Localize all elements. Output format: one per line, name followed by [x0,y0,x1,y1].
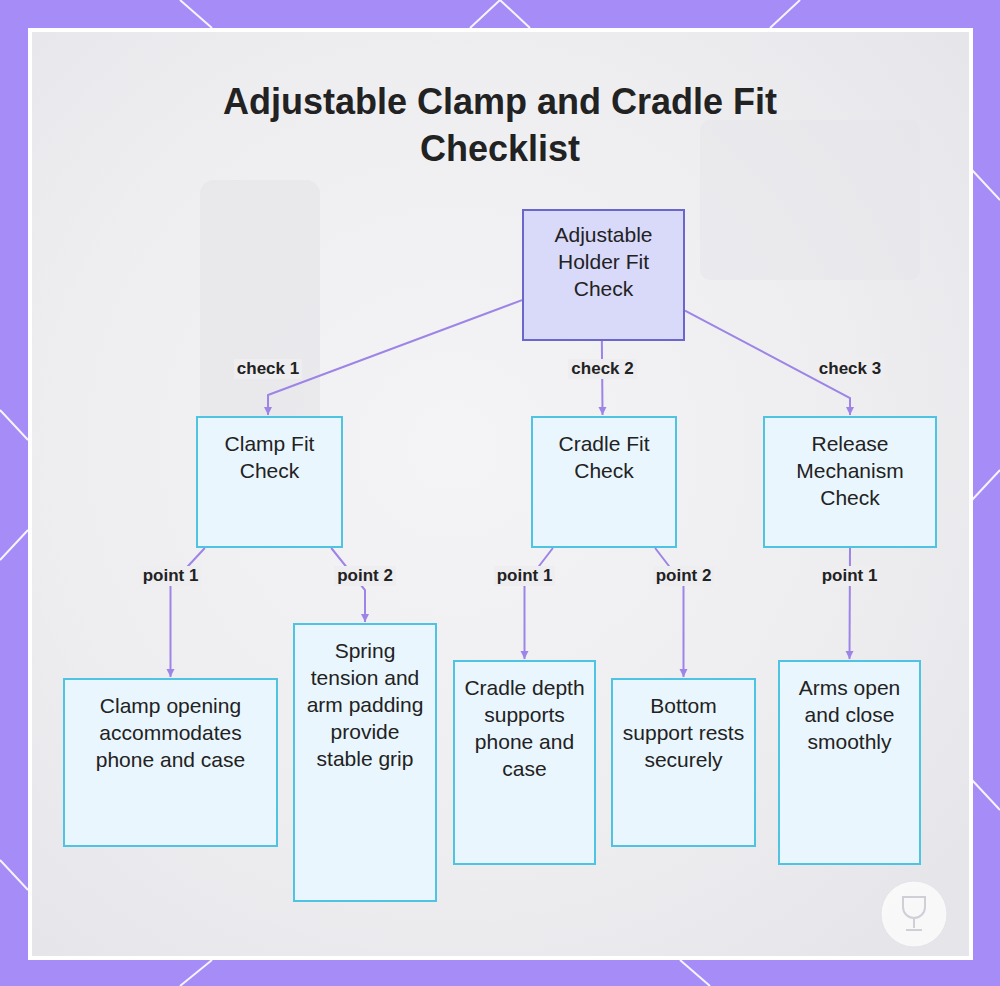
diagram-title: Adjustable Clamp and Cradle Fit Checklis… [180,78,820,172]
point-box: Spring tension and arm padding provide s… [293,623,437,902]
connector-line [525,548,553,659]
check-box: Cradle Fit Check [531,416,677,548]
connector-line [268,300,522,415]
connector-line [849,548,852,659]
node-text: Release Mechanism Check [773,430,927,511]
edge-label: point 2 [334,566,396,586]
edge-label: check 1 [234,359,302,379]
edge-label: point 1 [494,566,556,586]
check-box: Release Mechanism Check [763,416,937,548]
point-box: Cradle depth supports phone and case [453,660,596,865]
point-box: Arms open and close smoothly [778,660,921,865]
check-box: Clamp Fit Check [196,416,343,548]
root-box: Adjustable Holder Fit Check [522,209,685,341]
node-text: Arms open and close smoothly [788,674,911,755]
node-text: Clamp Fit Check [206,430,333,484]
node-text: Clamp opening accommodates phone and cas… [73,692,268,773]
point-box: Bottom support rests securely [611,678,756,847]
edge-label: point 1 [819,566,881,586]
point-box: Clamp opening accommodates phone and cas… [63,678,278,847]
node-text: Bottom support rests securely [621,692,746,773]
edge-label: check 3 [816,359,884,379]
edge-label: check 2 [568,359,636,379]
node-text: Spring tension and arm padding provide s… [303,637,427,772]
node-text: Cradle Fit Check [541,430,667,484]
node-text: Cradle depth supports phone and case [463,674,586,782]
node-text: Adjustable Holder Fit Check [532,221,675,302]
edge-label: point 1 [140,566,202,586]
edge-label: point 2 [653,566,715,586]
